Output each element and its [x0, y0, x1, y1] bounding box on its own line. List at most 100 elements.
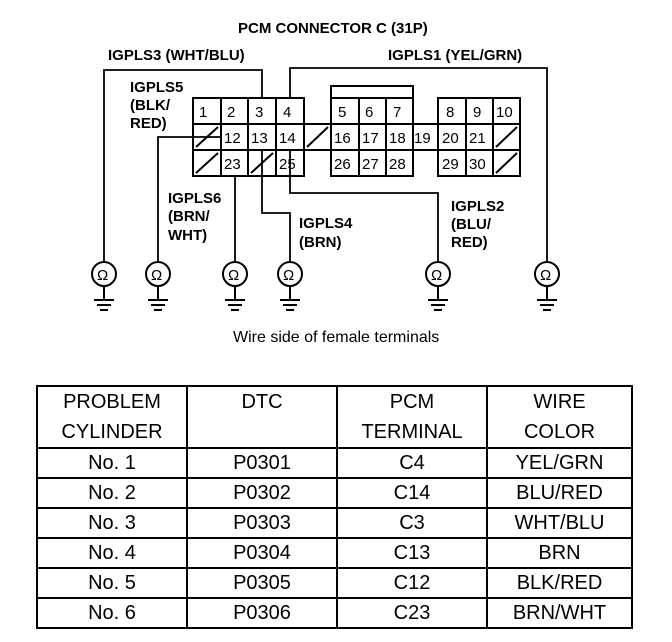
header-wire-color: WIRE COLOR [486, 385, 633, 449]
wires [103, 67, 548, 262]
ohm-icon: Ω [540, 267, 551, 284]
label-igpls2-line3: RED) [451, 234, 488, 251]
header-dtc: DTC [186, 385, 338, 449]
pin-6: 6 [365, 104, 373, 121]
ohmmeter-2: Ω [145, 261, 171, 311]
pin-7: 7 [393, 104, 401, 121]
pin-9: 9 [473, 104, 481, 121]
cell-terminal: C4 [336, 447, 488, 479]
label-igpls4-line2: (BRN) [299, 234, 342, 251]
pin-3: 3 [255, 104, 263, 121]
ohm-icon: Ω [431, 267, 442, 284]
cell-dtc: P0306 [186, 597, 338, 629]
cell-terminal: C3 [336, 507, 488, 539]
header-line: PCM [389, 391, 435, 413]
header-line: CYLINDER [61, 421, 163, 443]
pin-10: 10 [496, 104, 513, 121]
pin-14: 14 [279, 130, 296, 147]
dtc-table: PROBLEM CYLINDER DTC PCM TERMINAL WIRE C… [36, 385, 633, 629]
header-pcm-terminal: PCM TERMINAL [336, 385, 488, 449]
header-line: PROBLEM [63, 391, 161, 413]
pin-19: 19 [414, 130, 431, 147]
connector-diagram: PCM CONNECTOR C (31P) IGPLS3 (WHT/BLU) I… [91, 20, 560, 345]
ohm-icon: Ω [228, 267, 239, 284]
pin-26: 26 [334, 156, 351, 173]
label-igpls5-line3: RED) [130, 115, 167, 132]
cell-cylinder: No. 3 [36, 507, 188, 539]
label-igpls5-line1: IGPLS5 [130, 79, 183, 96]
pin-1: 1 [199, 104, 207, 121]
pin-8: 8 [446, 104, 454, 121]
pin-17: 17 [362, 130, 379, 147]
label-igpls6-line3: WHT) [168, 227, 207, 244]
cell-dtc: P0302 [186, 477, 338, 509]
ohmmeter-1: Ω [91, 261, 117, 311]
cell-cylinder: No. 1 [36, 447, 188, 479]
cell-wire-color: BRN/WHT [486, 597, 633, 629]
header-line: WIRE [533, 391, 586, 413]
cell-dtc: P0304 [186, 537, 338, 569]
cell-dtc: P0301 [186, 447, 338, 479]
wire-igpls1 [289, 67, 548, 262]
cell-wire-color: WHT/BLU [486, 507, 633, 539]
pin-29: 29 [442, 156, 459, 173]
cell-dtc: P0303 [186, 507, 338, 539]
ohm-icon: Ω [97, 267, 108, 284]
cell-terminal: C13 [336, 537, 488, 569]
label-igpls3: IGPLS3 (WHT/BLU) [108, 47, 245, 64]
cell-cylinder: No. 2 [36, 477, 188, 509]
wire-igpls4 [261, 150, 291, 262]
ohm-icon: Ω [151, 267, 162, 284]
table-row: No. 1 P0301 C4 YEL/GRN [36, 447, 633, 479]
label-igpls2-line2: (BLU/ [451, 216, 492, 233]
header-line: DTC [241, 391, 283, 413]
pin-5: 5 [338, 104, 346, 121]
header-line [188, 417, 336, 447]
pin-25: 25 [279, 156, 296, 173]
pin-23: 23 [224, 156, 241, 173]
label-igpls1: IGPLS1 (YEL/GRN) [388, 47, 522, 64]
table-row: No. 4 P0304 C13 BRN [36, 537, 633, 569]
cell-cylinder: No. 4 [36, 537, 188, 569]
cell-wire-color: BRN [486, 537, 633, 569]
pin-30: 30 [469, 156, 486, 173]
diagram-caption: Wire side of female terminals [233, 329, 439, 345]
pin-28: 28 [389, 156, 406, 173]
connector-title: PCM CONNECTOR C (31P) [238, 20, 428, 37]
pin-4: 4 [283, 104, 291, 121]
cell-terminal: C23 [336, 597, 488, 629]
pin-16: 16 [334, 130, 351, 147]
table-row: No. 3 P0303 C3 WHT/BLU [36, 507, 633, 539]
wire-igpls3 [103, 69, 263, 262]
table-row: No. 2 P0302 C14 BLU/RED [36, 477, 633, 509]
wire-igpls2 [289, 150, 439, 262]
cell-terminal: C14 [336, 477, 488, 509]
pin-20: 20 [442, 130, 459, 147]
cell-cylinder: No. 6 [36, 597, 188, 629]
label-igpls6-line2: (BRN/ [168, 208, 210, 225]
cell-terminal: C12 [336, 567, 488, 599]
label-igpls2-line1: IGPLS2 [451, 198, 504, 215]
wire-igpls5 [157, 136, 221, 262]
header-line: TERMINAL [361, 421, 463, 443]
cell-wire-color: BLU/RED [486, 477, 633, 509]
pin-12: 12 [224, 130, 241, 147]
ohmmeter-4: Ω [277, 261, 303, 311]
table-row: No. 5 P0305 C12 BLK/RED [36, 567, 633, 599]
pin-27: 27 [362, 156, 379, 173]
pin-13: 13 [251, 130, 268, 147]
cell-cylinder: No. 5 [36, 567, 188, 599]
ohm-icon: Ω [283, 267, 294, 284]
header-line: COLOR [523, 421, 596, 443]
pin-18: 18 [389, 130, 406, 147]
header-problem-cylinder: PROBLEM CYLINDER [36, 385, 188, 449]
ohmmeter-3: Ω [222, 261, 248, 311]
cell-wire-color: YEL/GRN [486, 447, 633, 479]
pin-21: 21 [469, 130, 486, 147]
label-igpls6-line1: IGPLS6 [168, 190, 221, 207]
cell-wire-color: BLK/RED [486, 567, 633, 599]
cell-dtc: P0305 [186, 567, 338, 599]
table-row: No. 6 P0306 C23 BRN/WHT [36, 597, 633, 629]
label-igpls4-line1: IGPLS4 [299, 215, 353, 232]
label-igpls5-line2: (BLK/ [130, 97, 171, 114]
